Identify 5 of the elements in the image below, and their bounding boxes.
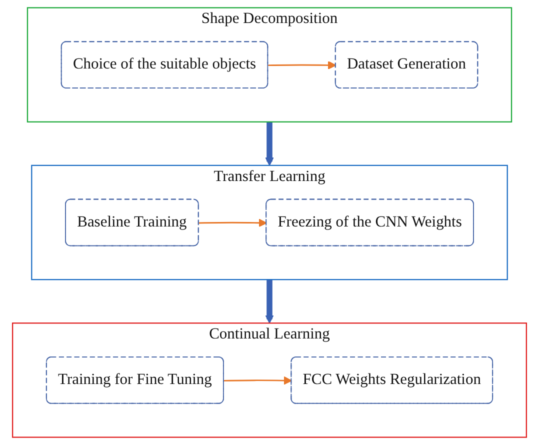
- arrow: [224, 376, 292, 385]
- arrow: [265, 122, 274, 166]
- arrow: [265, 280, 274, 324]
- arrow: [198, 218, 267, 228]
- arrow: [268, 60, 336, 70]
